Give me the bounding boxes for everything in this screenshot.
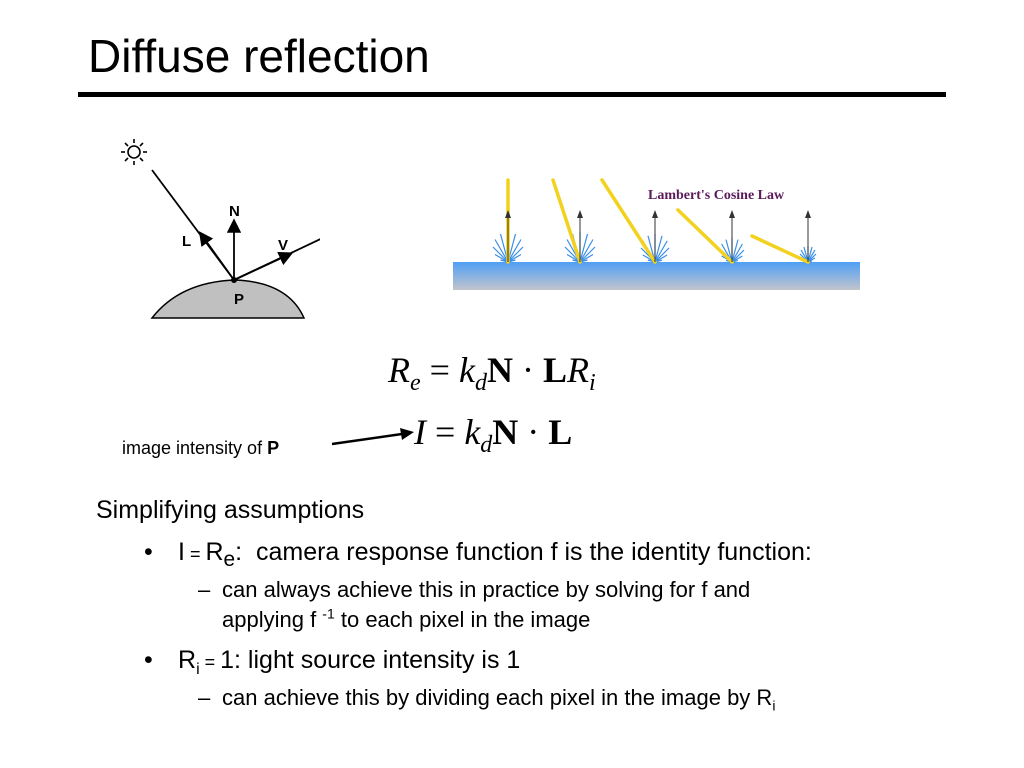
lambert-group-5 xyxy=(750,210,817,264)
sun-icon xyxy=(121,139,147,165)
label-n: N xyxy=(229,203,240,220)
label-l: L xyxy=(182,233,191,250)
intensity-annotation: image intensity of P xyxy=(122,438,280,458)
lambert-group-3 xyxy=(600,178,670,264)
bullet-camera-response: •I = Re: camera response function f is t… xyxy=(144,538,812,571)
lambert-cosine-law-illustration: Lambert's Cosine Law xyxy=(453,178,860,290)
intensity-equation: I = kdN · L xyxy=(414,412,573,458)
view-vector-arrow xyxy=(233,252,294,281)
curved-surface xyxy=(150,279,306,319)
reflection-geometry-diagram: N L V P xyxy=(121,139,320,319)
surface-point xyxy=(231,277,237,283)
label-v: V xyxy=(278,237,288,254)
reflecting-surface xyxy=(453,262,860,290)
title-underline xyxy=(78,92,946,97)
view-ray xyxy=(233,238,320,281)
bullet-light-intensity: •Ri = 1: light source intensity is 1 xyxy=(144,646,521,678)
lambert-group-1 xyxy=(492,178,524,264)
lambert-group-4 xyxy=(676,208,745,264)
lambert-caption: Lambert's Cosine Law xyxy=(648,188,785,203)
light-vector-arrow xyxy=(198,231,235,281)
assumptions-heading: Simplifying assumptions xyxy=(96,496,365,524)
lambert-group-2 xyxy=(551,178,596,264)
subbullet-solve-for-f: –can always achieve this in practice by … xyxy=(198,577,751,602)
annotation-arrow xyxy=(331,428,414,446)
slide-title: Diffuse reflection xyxy=(88,30,430,82)
reflectance-equation: Re = kdN · LRi xyxy=(388,350,596,396)
label-p: P xyxy=(234,291,244,308)
subbullet-solve-for-f-continued: applying f -1 to each pixel in the image xyxy=(222,605,591,632)
subbullet-divide-by-ri: –can achieve this by dividing each pixel… xyxy=(198,685,776,714)
